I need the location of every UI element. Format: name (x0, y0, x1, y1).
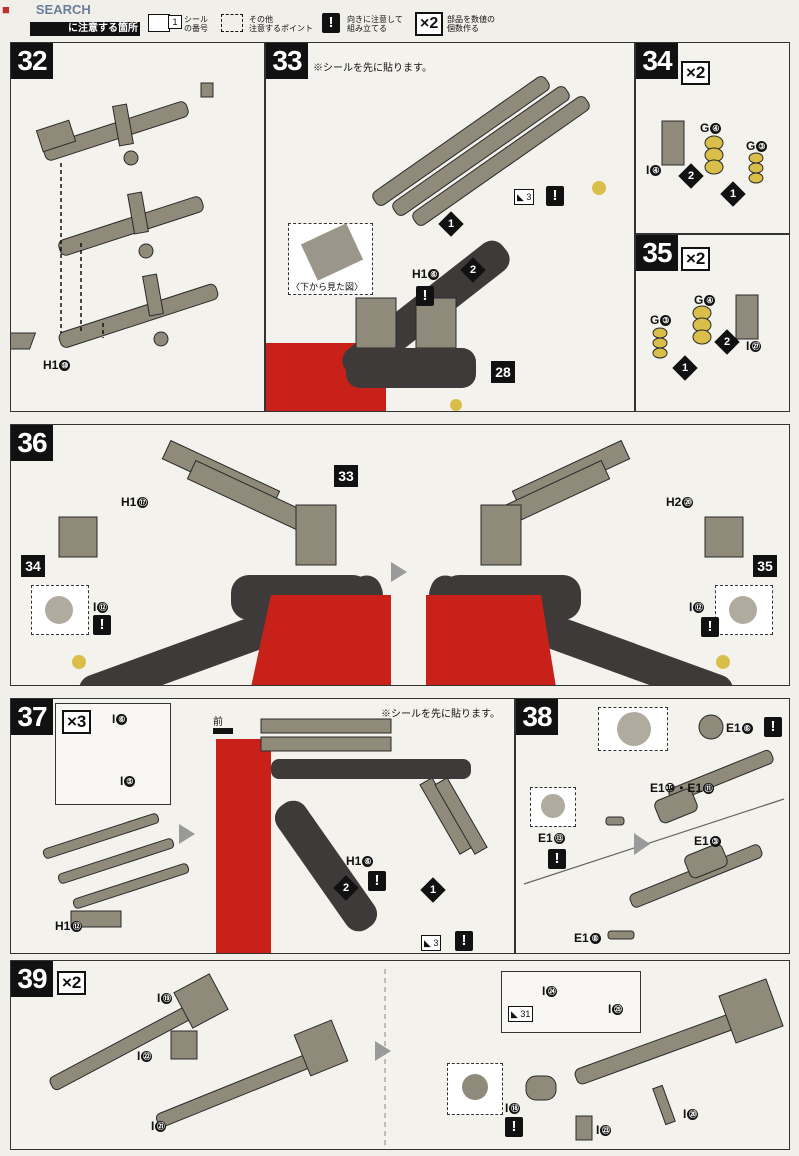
detail-inset-right (715, 585, 773, 635)
step-number: 35 (636, 235, 678, 271)
dashed-mark-icon (221, 14, 243, 32)
step-number: 37 (11, 699, 53, 735)
step-badge-1: 1 (720, 181, 746, 207)
exclamation-icon: ! (455, 931, 473, 951)
detail-inset (598, 707, 668, 751)
step-32-illustration (11, 82, 219, 350)
sticker-icon (148, 14, 170, 32)
note-sticker-first: ※シールを先に貼ります。 (313, 63, 432, 74)
exclamation-icon: ! (368, 871, 386, 891)
step-transition-arrow (634, 833, 650, 855)
detail-inset-left (31, 585, 89, 635)
step-35-illustration (652, 294, 759, 359)
step-badge-2: 2 (714, 329, 740, 355)
exclamation-icon: ! (548, 849, 566, 869)
step-37-illustration (42, 709, 488, 953)
detail-inset (530, 787, 576, 827)
step-transition-arrow (391, 562, 407, 582)
bottom-view-inset: 〈下から見た図〉 (288, 223, 373, 295)
step-badge-2: 2 (460, 257, 486, 283)
multiply-badge: ×2 (681, 61, 711, 85)
sticker-ref: ◣ 3 (514, 189, 535, 205)
sticker-ref: ◣ 3 (421, 935, 442, 951)
watermark-logo: ■SEARCH (2, 2, 91, 17)
header-title: に注意する箇所 (30, 22, 140, 36)
step-36-illustration (58, 439, 744, 685)
step-number: 33 (266, 43, 308, 79)
step-badge-1: 1 (420, 877, 446, 903)
exclamation-icon: ! (505, 1117, 523, 1137)
exclamation-icon: ! (93, 615, 111, 635)
multiply-icon: ×2 (415, 12, 444, 36)
step-number: 32 (11, 43, 53, 79)
exclamation-icon: ! (701, 617, 719, 637)
note-sticker-first: ※シールを先に貼ります。 (381, 709, 500, 720)
sticker-ref: ◣ 31 (508, 1006, 534, 1022)
step-34-illustration (661, 120, 764, 184)
ref-step-34: 34 (21, 555, 45, 577)
ref-step-28: 28 (491, 361, 515, 383)
multiply-badge: ×2 (57, 971, 87, 995)
ref-step-35: 35 (753, 555, 777, 577)
step-badge-1: 1 (438, 211, 464, 237)
step-badge-2: 2 (333, 875, 359, 901)
multiply-badge: ×2 (681, 247, 711, 271)
front-indicator: 前 (213, 713, 233, 734)
exclamation-icon: ! (416, 286, 434, 306)
step-transition-arrow (375, 1041, 391, 1061)
step-transition-arrow (179, 824, 195, 844)
exclamation-icon: ! (764, 717, 782, 737)
step-39-illustration (49, 969, 784, 1146)
step-badge-2: 2 (678, 163, 704, 189)
header-legend: ■SEARCH に注意する箇所 1 シールの番号 その他注意するポイント ! 向… (2, 2, 495, 36)
step-38-illustration (523, 714, 785, 940)
detail-inset (447, 1063, 503, 1115)
multiply-badge: ×3 (62, 710, 92, 734)
step-number: 38 (516, 699, 558, 735)
step-number: 39 (11, 961, 53, 997)
exclamation-icon: ! (546, 186, 564, 206)
ref-step-33: 33 (334, 465, 358, 487)
step-number: 34 (636, 43, 678, 79)
step-badge-1: 1 (672, 355, 698, 381)
exclamation-icon: ! (322, 13, 340, 33)
step-number: 36 (11, 425, 53, 461)
